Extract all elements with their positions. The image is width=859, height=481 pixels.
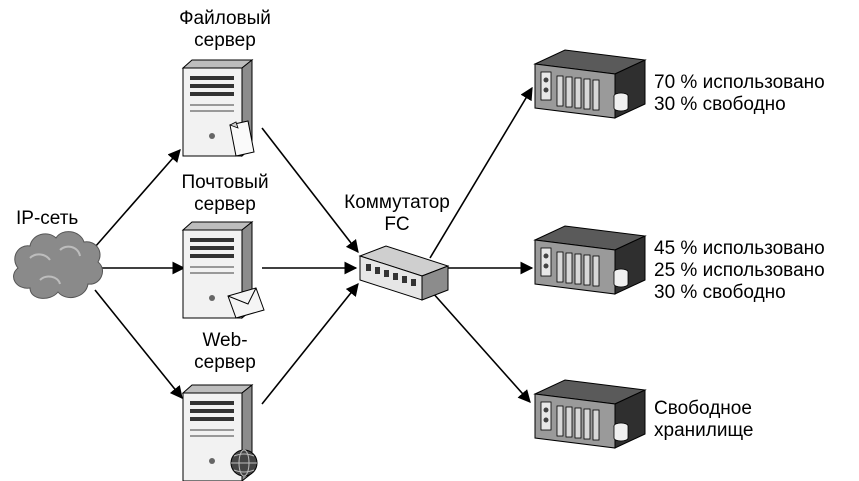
document-icon	[229, 120, 255, 157]
storage-3-label: Свободное хранилище	[654, 398, 754, 441]
fc-switch-icon	[358, 245, 450, 301]
link-file-server-to-switch	[261, 127, 359, 254]
mail-server-label: Почтовый сервер	[181, 172, 269, 215]
file-server-icon	[182, 59, 255, 157]
globe-icon	[230, 449, 258, 477]
fc-switch-label: Коммутатор FC	[344, 192, 450, 235]
link-web-server-to-switch	[261, 283, 359, 405]
file-server-label: Файловый сервер	[179, 8, 271, 51]
storage-2-label: 45 % использовано 25 % использовано 30 %…	[654, 238, 825, 303]
link-ip-to-file-server	[94, 149, 181, 248]
connectors	[94, 86, 534, 405]
storage-1-label: 70 % использовано 30 % свободно	[654, 72, 825, 115]
link-switch-to-storage-3	[431, 291, 531, 403]
storage-2-icon	[534, 225, 646, 295]
storage-1-icon	[534, 49, 646, 119]
cloud-icon	[13, 231, 103, 299]
link-ip-to-web-server	[94, 289, 183, 399]
mail-server-icon	[182, 221, 265, 319]
envelope-icon	[227, 287, 265, 319]
web-server-icon	[182, 384, 258, 481]
ip-network-label: IP-сеть	[16, 208, 79, 229]
storage-3-icon	[534, 379, 646, 449]
link-switch-to-storage-1	[429, 86, 533, 259]
web-server-label: Web- сервер	[194, 330, 256, 373]
